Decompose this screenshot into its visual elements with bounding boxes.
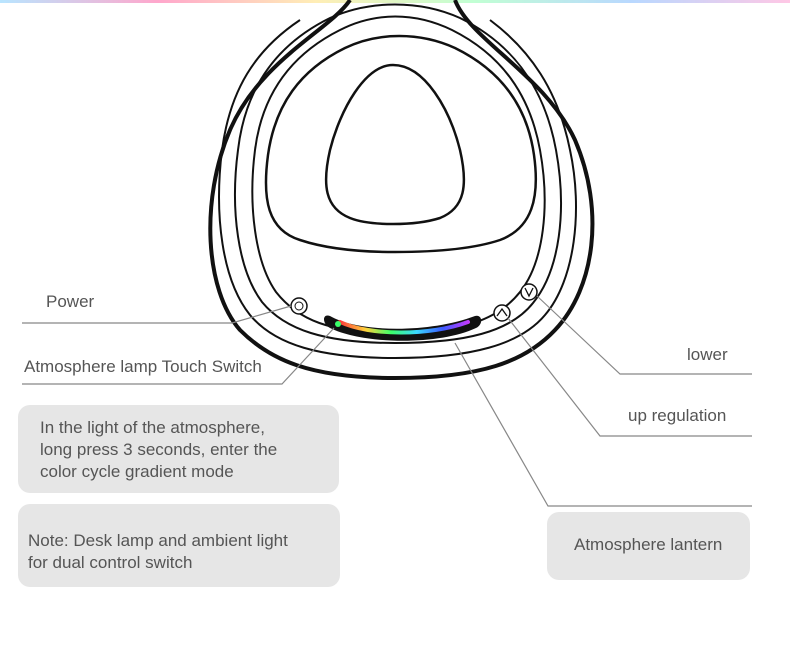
info-line-2: long press 3 seconds, enter the xyxy=(40,440,278,459)
up-regulation-label: up regulation xyxy=(628,406,727,425)
up-arrow-icon[interactable] xyxy=(493,304,511,322)
info-line-3: color cycle gradient mode xyxy=(40,462,234,481)
leader-line-power xyxy=(22,305,292,324)
atmosphere-light-bar xyxy=(324,315,482,341)
note-line-1: Note: Desk lamp and ambient light xyxy=(28,531,288,550)
note-line-2: for dual control switch xyxy=(28,553,193,572)
power-label: Power xyxy=(46,292,95,311)
lantern-box: Atmosphere lantern xyxy=(547,512,750,580)
leader-line-lower xyxy=(536,295,752,375)
lamp-ring-3 xyxy=(251,15,546,335)
power-icon[interactable] xyxy=(290,297,308,315)
lamp-outer-outline xyxy=(208,0,595,381)
top-color-strip xyxy=(0,0,790,3)
leader-line-up-regulation xyxy=(507,317,752,437)
info-line-1: In the light of the atmosphere, xyxy=(40,418,265,437)
lamp-ring-1 xyxy=(218,19,577,360)
leader-line-lantern xyxy=(454,342,752,507)
touch-switch-label: Atmosphere lamp Touch Switch xyxy=(24,357,262,376)
lower-label: lower xyxy=(687,345,728,364)
lantern-label: Atmosphere lantern xyxy=(574,535,723,554)
touch-switch-dot xyxy=(335,321,341,327)
atmosphere-light-glow xyxy=(338,320,470,335)
leader-line-touch-switch xyxy=(22,327,335,385)
info-box: In the light of the atmosphere, long pre… xyxy=(18,405,339,493)
note-box: Note: Desk lamp and ambient light for du… xyxy=(18,504,340,587)
lamp-ring-2 xyxy=(234,3,562,345)
lamp-inner-panel xyxy=(264,34,538,254)
lamp-touch-area xyxy=(324,63,466,226)
down-arrow-icon[interactable] xyxy=(520,283,538,301)
